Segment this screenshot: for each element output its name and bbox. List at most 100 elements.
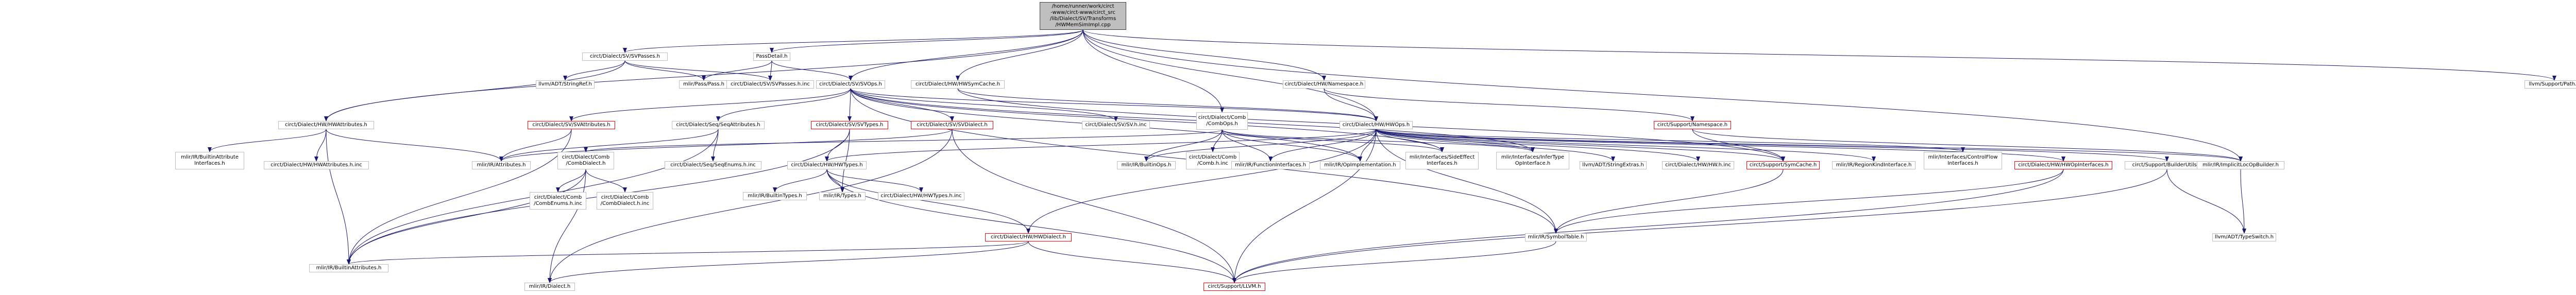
node-circt-support-symcache-h[interactable]: circt/Support/SymCache.h xyxy=(1747,161,1820,169)
edge-hwsymcache-to-hwops xyxy=(957,88,1378,122)
node-circt-dialect-seq-seqenums-h-inc[interactable]: circt/Dialect/Seq/SeqEnums.h.inc xyxy=(665,161,761,169)
node-circt-support-builderutils-h[interactable]: circt/Support/BuilderUtils.h xyxy=(2125,161,2209,169)
node-circt-dialect-sv-svpasses-h[interactable]: circt/Dialect/SV/SVPasses.h xyxy=(582,53,668,61)
edge-hwops-to-mlir_symboltable xyxy=(1376,129,1558,234)
node-llvm-support-path-h[interactable]: llvm/Support/Path.h xyxy=(2524,80,2576,89)
edge-builderutils-to-llvm_typeswitch xyxy=(2166,169,2246,234)
edge-root-to-hwops xyxy=(1082,29,1378,122)
edge-root-to-llvm_path xyxy=(1082,29,2556,81)
edge-mlir_symboltable-to-llvm_h xyxy=(1232,241,1556,283)
edge-seqattrs-to-seqenums xyxy=(711,129,719,162)
node-circt-dialect-sv-svpasses-h-inc[interactable]: circt/Dialect/SV/SVPasses.h.inc xyxy=(726,80,814,89)
edge-root-to-hwattrs xyxy=(324,29,1083,122)
node-mlir-ir-builtinattributes-h[interactable]: mlir/IR/BuiltinAttributes.h xyxy=(309,264,388,272)
edge-svops-to-sv_inc xyxy=(850,88,1118,122)
edge-support_ns-to-symcache xyxy=(1692,129,1785,162)
node-circt-dialect-hw-hwsymcache-h[interactable]: circt/Dialect/HW/HWSymCache.h xyxy=(911,80,1005,89)
node-llvm-adt-typeswitch-h[interactable]: llvm/ADT/TypeSwitch.h xyxy=(2212,233,2276,241)
edge-hwdialect-to-mlir_dialect xyxy=(548,241,1029,283)
edge-svpasses-to-llvm_stringref xyxy=(563,60,625,81)
edge-hwopif-to-llvm_h xyxy=(1232,169,2064,283)
edge-svdialect-to-mlir_dialect xyxy=(548,129,953,283)
node-mlir-ir-implicitlocopbuilder-h[interactable]: mlir/IR/ImplicitLocOpBuilder.h xyxy=(2197,161,2284,169)
edge-hwdialect-to-llvm_h xyxy=(1028,241,1236,283)
node-llvm-adt-stringextras-h[interactable]: llvm/ADT/StringExtras.h xyxy=(1580,161,1647,169)
edge-root-to-hwsymcache xyxy=(956,29,1083,81)
node-circt-dialect-hw-hwops-h[interactable]: circt/Dialect/HW/HWOps.h xyxy=(1340,121,1413,129)
edge-hwops-to-symcache xyxy=(1376,129,1785,162)
node-llvm-adt-stringref-h[interactable]: llvm/ADT/StringRef.h xyxy=(536,80,595,89)
node-circt-dialect-hw-hwtypes-h[interactable]: circt/Dialect/HW/HWTypes.h xyxy=(787,161,867,169)
node-mlir-ir-types-h[interactable]: mlir/IR/Types.h xyxy=(819,192,866,200)
node-circt-dialect-hw-namespace-h[interactable]: circt/Dialect/HW/Namespace.h xyxy=(1283,80,1365,89)
node-circt-support-llvm-h[interactable]: circt/Support/LLVM.h xyxy=(1204,283,1265,291)
edge-hwops-to-mlir_opimpl xyxy=(1358,129,1377,162)
node-circt-dialect-sv-svops-h[interactable]: circt/Dialect/SV/SVOps.h xyxy=(816,80,885,89)
node-mlir-ir-attributes-h[interactable]: mlir/IR/Attributes.h xyxy=(472,161,531,169)
node-circt-dialect-comb-combdialect-h-inc[interactable]: circt/Dialect/Comb /CombDialect.h.inc xyxy=(597,192,653,210)
node-mlir-ir-opimplementation-h[interactable]: mlir/IR/OpImplementation.h xyxy=(1320,161,1400,169)
node-circt-dialect-hw-hwdialect-h[interactable]: circt/Dialect/HW/HWDialect.h xyxy=(985,233,1072,241)
node-mlir-ir-builtintypes-h[interactable]: mlir/IR/BuiltinTypes.h xyxy=(743,192,807,200)
node-circt-dialect-comb-combdialect-h[interactable]: circt/Dialect/Comb /CombDialect.h xyxy=(557,152,614,169)
node-mlir-interfaces-controlflow-interfaces-h[interactable]: mlir/Interfaces/ControlFlow Interfaces.h xyxy=(1924,152,2002,169)
edge-svops-to-svdialect xyxy=(850,88,954,122)
node-circt-dialect-sv-svattributes-h[interactable]: circt/Dialect/SV/SVAttributes.h xyxy=(528,121,615,129)
edge-combops-to-mlir_builtinops xyxy=(1144,129,1223,162)
edge-builderutils-to-llvm_h xyxy=(1232,169,2167,283)
edge-mlir_implicitloc-to-llvm_typeswitch xyxy=(2240,169,2246,234)
node-circt-dialect-hw-hwattributes-h[interactable]: circt/Dialect/HW/HWAttributes.h xyxy=(278,121,374,129)
edge-support_ns-to-mlir_implicitloc xyxy=(1692,129,2243,162)
node-mlir-ir-dialect-h[interactable]: mlir/IR/Dialect.h xyxy=(524,283,575,291)
edge-hwops-to-mlir_sideeffect xyxy=(1376,129,1444,152)
edge-hwtypes-to-mlir_types xyxy=(826,169,844,193)
edge-passdetail-to-svpasses_inc xyxy=(768,60,773,81)
edge-hwops-to-mlir_controlflow xyxy=(1376,129,1965,152)
edge-svops-to-mlir_sideeffect xyxy=(850,88,1444,152)
edge-comb_dialect-to-mlir_builtin_attrs xyxy=(347,169,586,265)
node-circt-dialect-comb-combenums-h-inc[interactable]: circt/Dialect/Comb /CombEnums.h.inc xyxy=(530,192,586,210)
edge-hwops-to-llvm_stringextras xyxy=(1376,129,1615,162)
edge-combops-to-mlir_sideeffect xyxy=(1222,129,1444,152)
edge-hwops-to-hwopif xyxy=(1376,129,2065,162)
edge-svops-to-svattrs xyxy=(569,88,851,122)
node-circt-dialect-hw-hwattributes-h-inc[interactable]: circt/Dialect/HW/HWAttributes.h.inc xyxy=(264,161,369,169)
node-mlir-interfaces-infertype-opinterface-h[interactable]: mlir/Interfaces/InferType OpInterface.h xyxy=(1496,152,1569,169)
node-circt-dialect-sv-sv-h-inc[interactable]: circt/Dialect/SV/SV.h.inc xyxy=(1082,121,1150,129)
edge-combops-to-mlir_funcif xyxy=(1222,129,1273,162)
node-circt-dialect-comb-combops-h[interactable]: circt/Dialect/Comb /CombOps.h xyxy=(1196,112,1248,130)
edge-svtypes-to-mlir_types xyxy=(840,129,850,193)
node-circt-dialect-hw-hwtypes-h-inc[interactable]: circt/Dialect/HW/HWTypes.h.inc xyxy=(878,192,964,200)
node-circt-dialect-sv-svdialect-h[interactable]: circt/Dialect/SV/SVDialect.h xyxy=(911,121,993,129)
edge-root-to-mlir_implicitloc xyxy=(1082,29,2243,162)
node-circt-dialect-hw-hwopinterfaces-h[interactable]: circt/Dialect/HW/HWOpInterfaces.h xyxy=(2014,161,2112,169)
node-passdetail-h[interactable]: PassDetail.h xyxy=(753,53,790,61)
node-mlir-ir-regionkindinterface-h[interactable]: mlir/IR/RegionKindInterface.h xyxy=(1832,161,1916,169)
edge-combops-to-comb_h_inc xyxy=(1211,129,1223,152)
node-mlir-ir-functioninterfaces-h[interactable]: mlir/IR/FunctionInterfaces.h xyxy=(1231,161,1310,169)
node-mlir-pass-pass-h[interactable]: mlir/Pass/Pass.h xyxy=(679,80,728,89)
node-mlir-interfaces-sideeffect-interfaces-h[interactable]: mlir/Interfaces/SideEffect Interfaces.h xyxy=(1405,152,1479,169)
edge-svpasses-to-hwattrs xyxy=(324,60,625,122)
edge-combops-to-mlir_opimpl xyxy=(1222,129,1362,162)
node-circt-dialect-sv-svtypes-h[interactable]: circt/Dialect/SV/SVTypes.h xyxy=(811,121,888,129)
edge-combops-to-mlir_infertype xyxy=(1222,129,1535,152)
edge-svpasses-to-svpasses_inc xyxy=(624,60,772,81)
edge-svpasses-to-mlir_pass xyxy=(624,60,706,81)
node-mlir-ir-builtinattribute-interfaces-h[interactable]: mlir/IR/BuiltinAttribute Interfaces.h xyxy=(175,152,244,169)
edge-comb_dialect-to-comb_enums xyxy=(556,169,586,193)
node-mlir-ir-builtinops-h[interactable]: mlir/IR/BuiltinOps.h xyxy=(1117,161,1176,169)
edge-root-to-passdetail xyxy=(770,29,1083,53)
edge-hwops-to-mlir_builtinops xyxy=(1144,129,1377,162)
node-circt-dialect-seq-seqattributes-h[interactable]: circt/Dialect/Seq/SeqAttributes.h xyxy=(672,121,765,129)
edge-root-to-namespace xyxy=(1082,29,1326,81)
node-mlir-ir-symboltable-h[interactable]: mlir/IR/SymbolTable.h xyxy=(1525,233,1587,241)
node-circt-support-namespace-h[interactable]: circt/Support/Namespace.h xyxy=(1654,121,1731,129)
edge-hwtypes-to-hwtypes_inc xyxy=(826,169,923,193)
edge-passdetail-to-svops xyxy=(771,60,853,81)
edge-hwops-to-llvm_h xyxy=(1232,129,1377,283)
node-home-runner-work-circt-www-circt-www-circt-src-lib-dialect-sv-transforms-hwmemsimimpl-cpp[interactable]: /home/runner/work/circt -www/circt-www/c… xyxy=(1040,2,1126,30)
node-circt-dialect-comb-comb-h-inc[interactable]: circt/Dialect/Comb /Comb.h.inc xyxy=(1186,152,1240,169)
edge-root-to-svpasses xyxy=(623,29,1083,53)
node-circt-dialect-hw-hw-h-inc[interactable]: circt/Dialect/HW/HW.h.inc xyxy=(1662,161,1734,169)
